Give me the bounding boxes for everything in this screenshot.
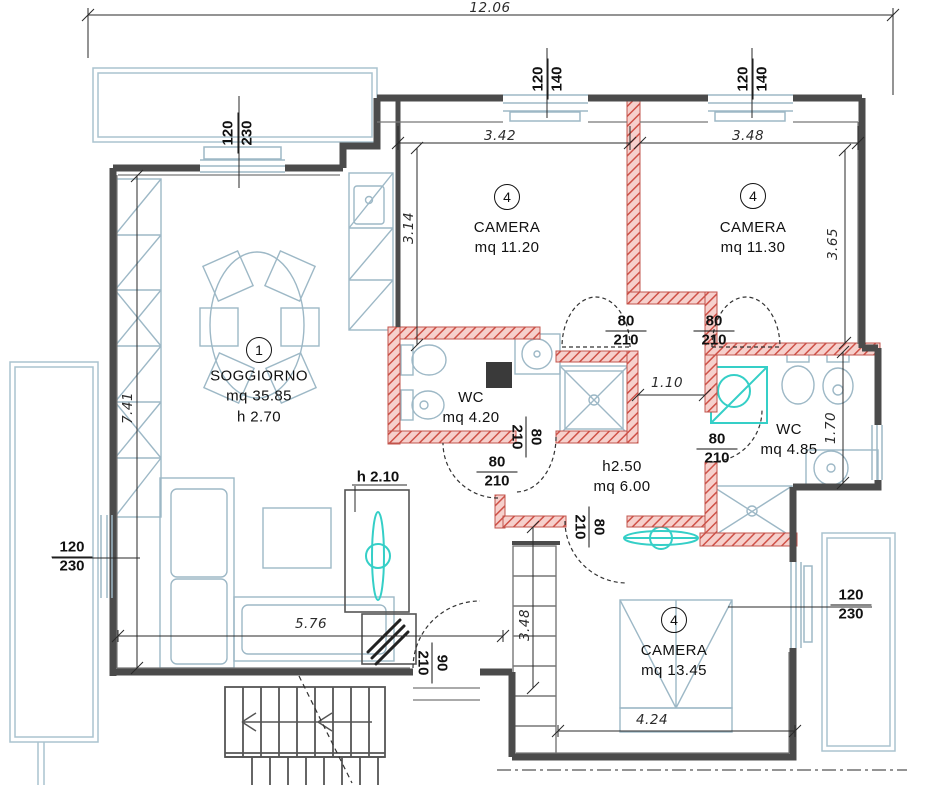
dim-overall-width: 12.06 [469,0,511,16]
wall-inner-lines [116,121,859,754]
room-label-camera-south: CAMERA mq 13.45 [640,641,708,679]
windows [100,94,883,648]
room-label-camera-ne: CAMERA mq 11.30 [719,218,787,256]
walls [109,94,882,761]
dim-camera-ne-height: 3.65 [825,227,841,261]
room-label-wc-center: WC mq 4.20 [442,388,500,426]
dim-wc-east-height: 1.70 [823,411,839,445]
room-label-soggiorno: SOGGIORNO mq 35.85 h 2.70 [210,367,308,426]
room-number-camera-nw: 4 [494,184,520,210]
door-arcs [412,296,781,669]
new-partition-walls [387,97,881,547]
room-label-wc-east: WC mq 4.85 [760,420,818,458]
niche-cabinets [344,489,417,666]
dim-soggiorno-height: 7.41 [120,391,136,425]
room-number-soggiorno: 1 [246,337,272,363]
dim-entry-height: 3.48 [517,608,533,642]
room-label-camera-nw: CAMERA mq 11.20 [473,218,541,256]
niche-height-note: h 2.10 [356,468,400,486]
wc-center-fixtures [400,333,629,435]
dim-camera-ne-width: 3.48 [731,128,765,144]
dim-camera-south-width: 4.24 [635,712,669,728]
balconies-terrace [9,67,896,785]
duct [486,362,512,388]
room-number-camera-ne: 4 [740,183,766,209]
hall-radiator [623,526,699,550]
room-number-camera-south: 4 [661,607,687,633]
dim-soggiorno-width: 5.76 [294,616,328,632]
room-label-hall: h2.50 mq 6.00 [593,457,651,495]
dim-camera-nw-width: 3.42 [483,128,517,144]
stairs [224,675,386,785]
dimension-lines [52,8,907,771]
dim-camera-nw-height: 3.14 [401,211,417,245]
dim-hall-width: 1.10 [650,375,684,391]
wc-east-shower [710,366,768,424]
